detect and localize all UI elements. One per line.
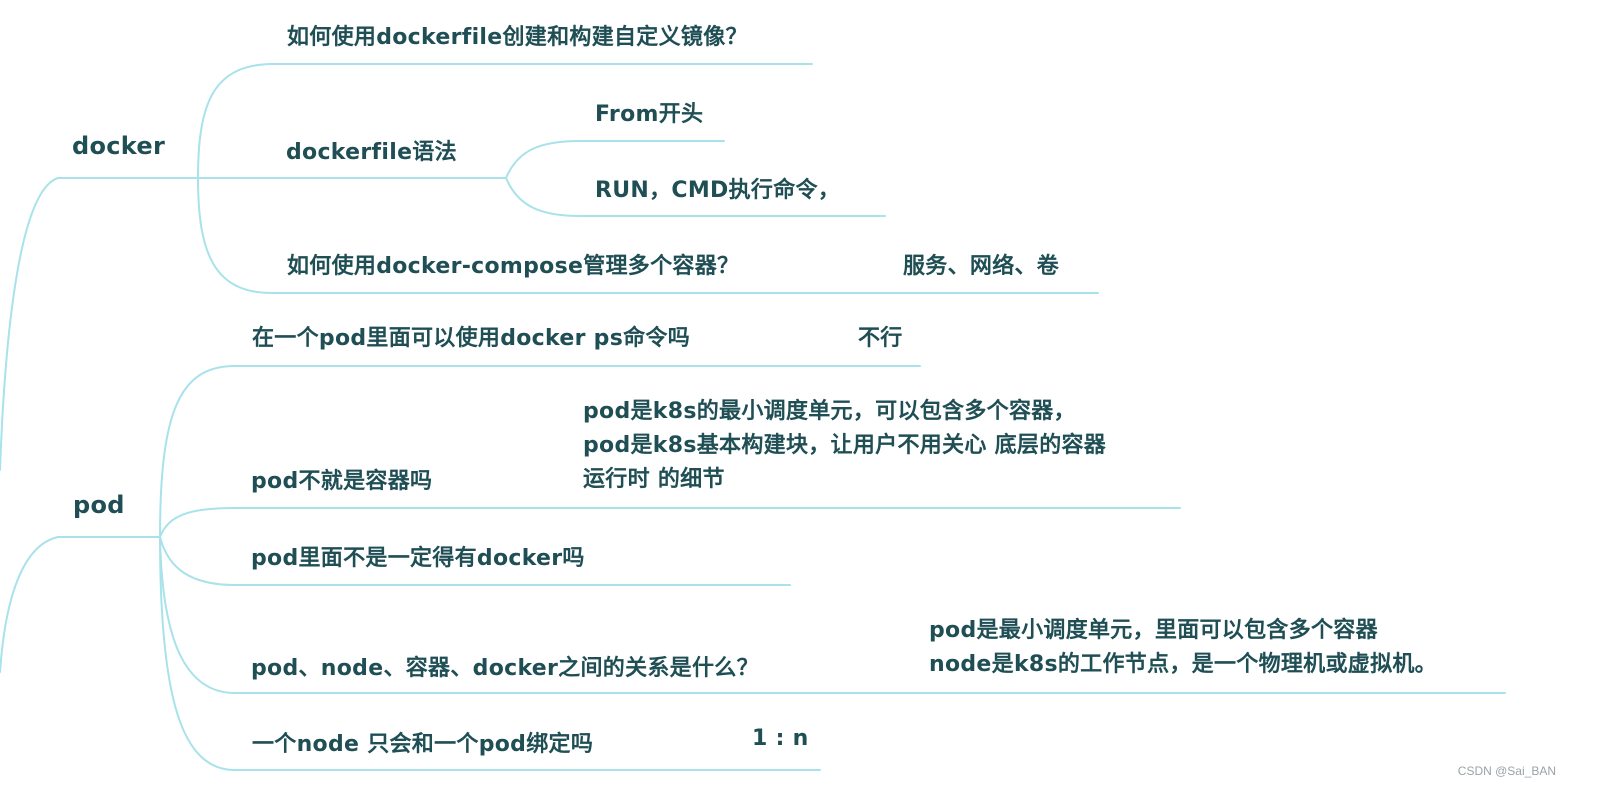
answer-line: 运行时 的细节: [583, 467, 725, 492]
syntax-from: From开头: [595, 102, 704, 127]
branch-root-pod: [0, 536, 59, 673]
docker-dockerfile-syntax: dockerfile语法: [286, 140, 457, 165]
branch-docker-q3: [197, 177, 273, 294]
topic-pod: pod: [73, 491, 125, 519]
pod-question-relationship: pod、node、容器、docker之间的关系是什么？: [251, 656, 759, 681]
pod-is-container-answer: pod是k8s的最小调度单元，可以包含多个容器， pod是k8s基本构建块，让用…: [583, 395, 1106, 497]
pod-question-node-binding: 一个node 只会和一个pod绑定吗: [252, 732, 594, 757]
answer-line: pod是k8s的最小调度单元，可以包含多个容器，: [583, 399, 1076, 424]
watermark: CSDN @Sai_BAN: [1457, 764, 1556, 778]
branch-docker-q1: [197, 63, 273, 179]
branch-syntax-from: [505, 140, 581, 179]
pod-relationship-answer: pod是最小调度单元，里面可以包含多个容器 node是k8s的工作节点，是一个物…: [929, 614, 1437, 682]
branch-pod-q4: [159, 536, 236, 694]
branch-syntax-run: [505, 177, 581, 217]
branch-pod-q3: [159, 536, 236, 586]
syntax-run-cmd: RUN，CMD执行命令，: [595, 178, 841, 203]
docker-question-compose: 如何使用docker-compose管理多个容器？: [287, 254, 740, 279]
branch-pod-q2: [159, 507, 236, 538]
answer-line: pod是k8s基本构建块，让用户不用关心 底层的容器: [583, 433, 1107, 458]
pod-question-docker-ps: 在一个pod里面可以使用docker ps命令吗: [252, 326, 691, 351]
pod-question-is-container: pod不就是容器吗: [251, 469, 433, 494]
answer-line: pod是最小调度单元，里面可以包含多个容器: [929, 618, 1378, 643]
pod-node-binding-answer: 1 : n: [752, 726, 809, 751]
branch-root-docker: [0, 177, 59, 471]
docker-compose-answer: 服务、网络、卷: [903, 254, 1060, 279]
answer-line: node是k8s的工作节点，是一个物理机或虚拟机。: [929, 652, 1437, 677]
branch-pod-q1: [159, 365, 236, 538]
pod-question-must-have-docker: pod里面不是一定得有docker吗: [251, 546, 585, 571]
topic-docker: docker: [72, 132, 166, 160]
docker-question-dockerfile: 如何使用dockerfile创建和构建自定义镜像？: [287, 25, 748, 50]
branch-pod-q5: [159, 536, 236, 771]
pod-docker-ps-answer: 不行: [858, 326, 903, 351]
